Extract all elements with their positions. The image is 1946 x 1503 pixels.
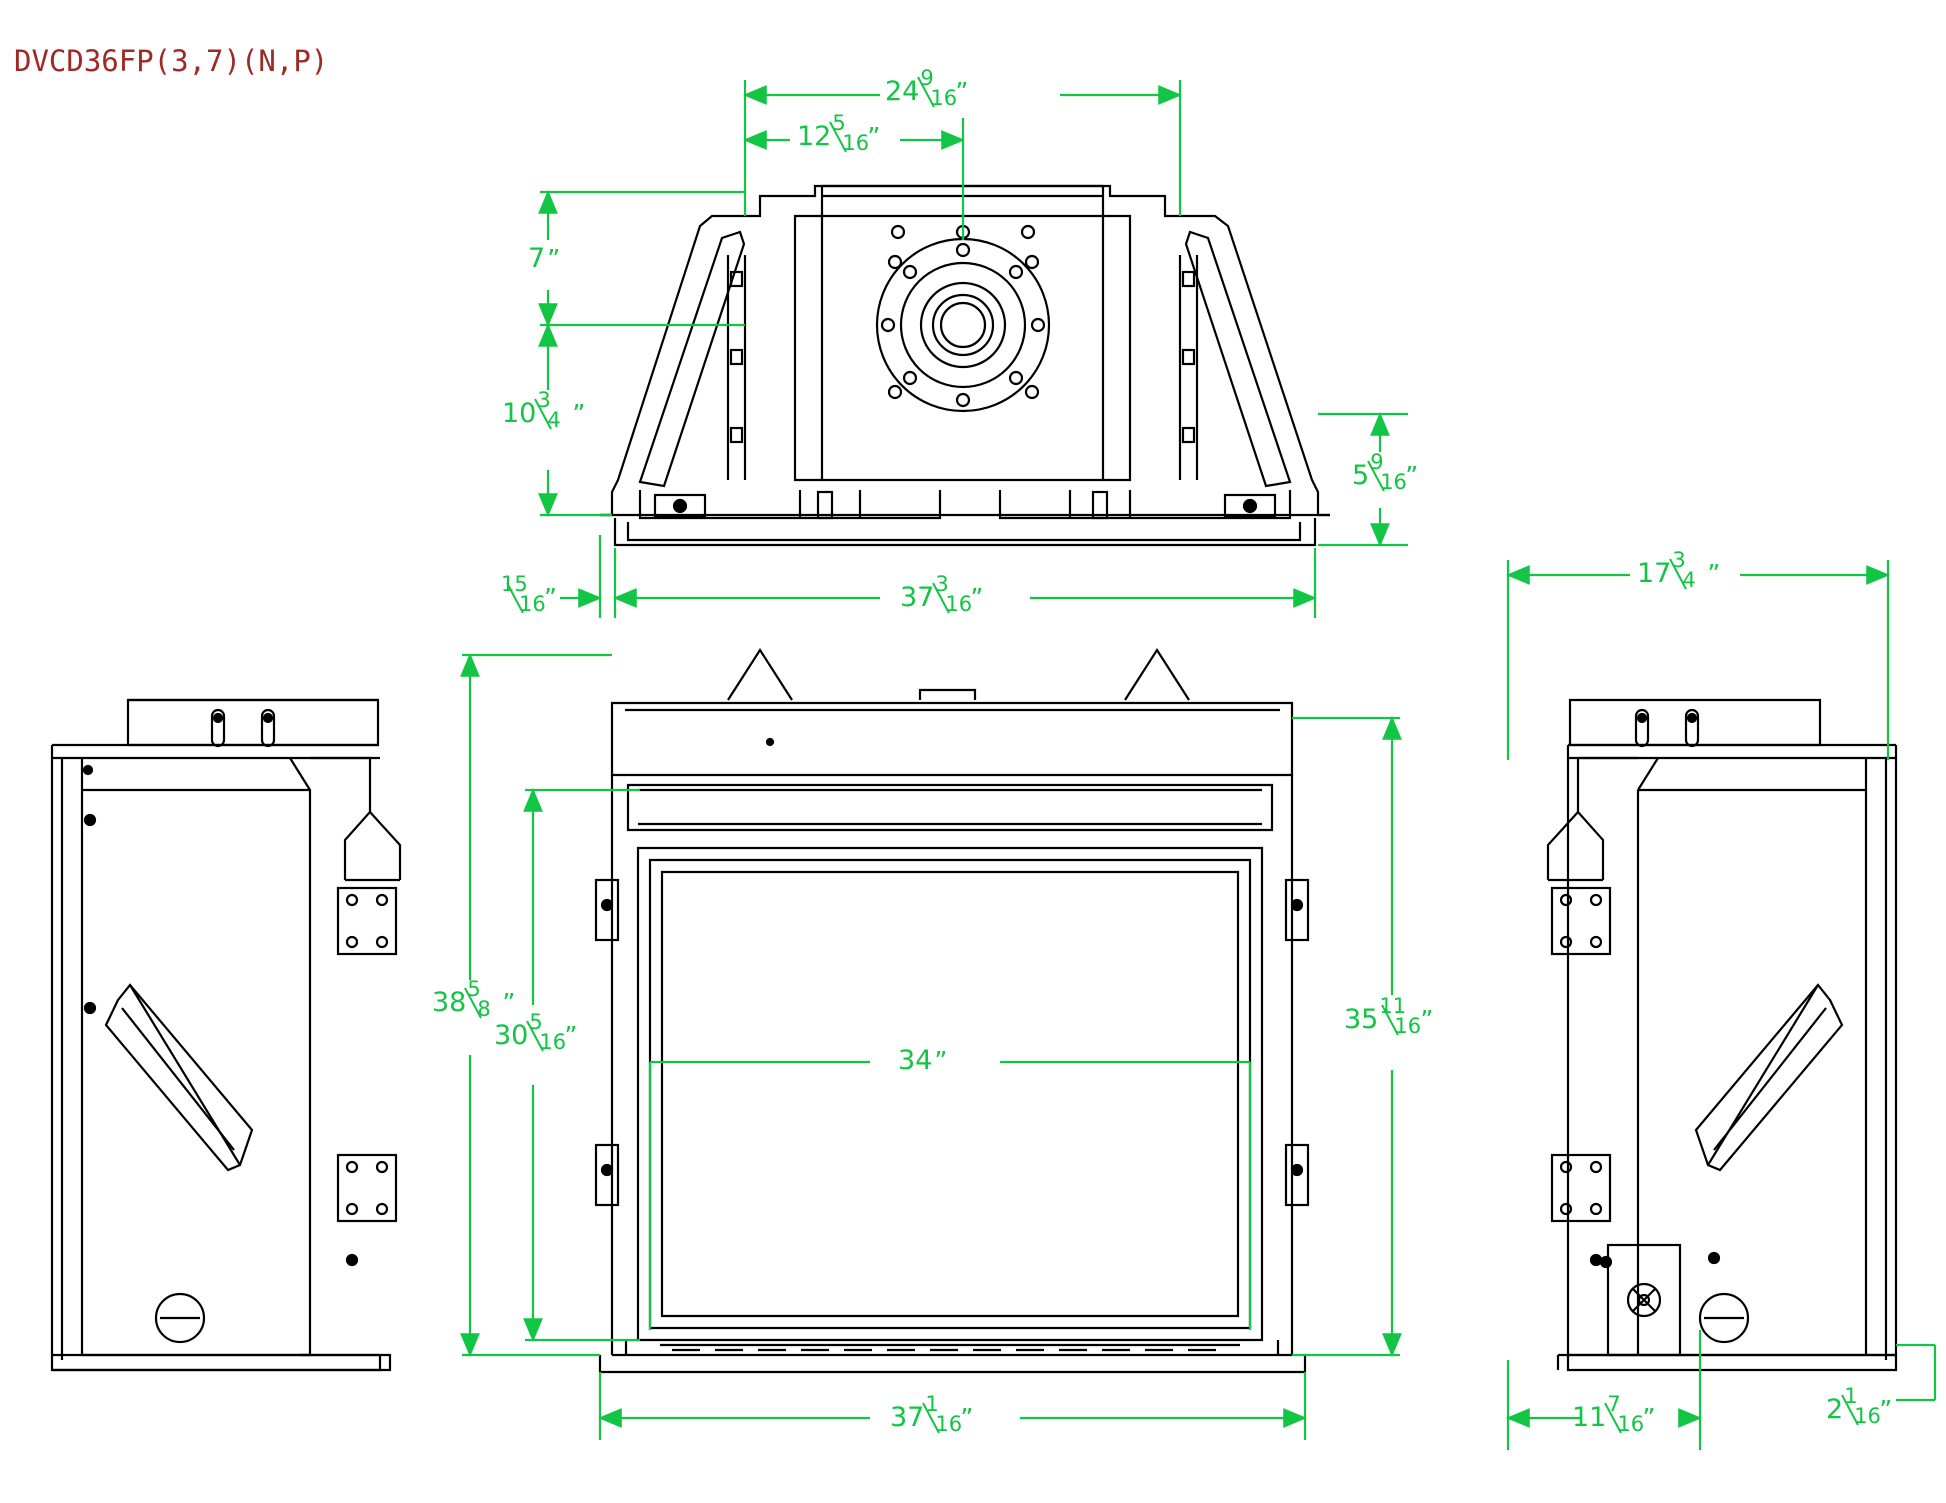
numerator: 5 <box>467 977 481 1001</box>
denominator: 16 <box>1394 1014 1422 1038</box>
dim-whole: 37 <box>900 581 935 613</box>
inch-mark: ” <box>970 582 984 612</box>
numerator: 1 <box>925 1392 939 1416</box>
inch-mark: ” <box>1405 460 1419 490</box>
inch-mark: ” <box>867 121 881 151</box>
numerator: 3 <box>935 572 949 596</box>
dim-whole: 10 <box>502 397 537 429</box>
inch-mark: ” <box>1642 1402 1656 1432</box>
right-side-view-geometry <box>1546 698 1898 1372</box>
dim-whole: 11 <box>1572 1401 1607 1433</box>
inch-mark: ” <box>1420 1004 1434 1034</box>
denominator: 16 <box>539 1030 567 1054</box>
inch-mark: ” <box>955 76 969 106</box>
dim-whole: 7 <box>528 243 546 274</box>
numerator: 1 <box>1844 1384 1858 1408</box>
numerator: 7 <box>1607 1392 1621 1416</box>
dimension-7: 7 ” <box>528 245 560 272</box>
numerator: 3 <box>1672 548 1686 572</box>
numerator: 15 <box>501 572 528 596</box>
inch-mark: ” <box>1879 1394 1893 1424</box>
dim-whole: 17 <box>1637 557 1672 589</box>
denominator: 16 <box>930 86 958 110</box>
numerator: 9 <box>1370 450 1384 474</box>
denominator: 16 <box>842 131 870 155</box>
inch-mark: ” <box>934 1046 948 1075</box>
denominator: 16 <box>1380 470 1407 494</box>
page-title: DVCD36FP(3,7)(N,P) <box>14 44 329 78</box>
numerator: 5 <box>832 111 846 135</box>
inch-mark: ” <box>1707 558 1721 588</box>
inch-mark: ” <box>544 582 557 612</box>
black-linework <box>50 184 1898 1374</box>
denominator: 4 <box>547 408 561 432</box>
top-view-geometry <box>600 184 1330 547</box>
inch-mark: ” <box>502 987 516 1017</box>
denominator: 16 <box>945 592 973 616</box>
dim-whole: 37 <box>890 1401 925 1433</box>
dimension-linework <box>460 80 1937 1450</box>
denominator: 16 <box>935 1412 963 1436</box>
dim-whole: 24 <box>885 75 920 107</box>
dimension-34: 34 ” <box>898 1047 947 1074</box>
dim-whole: 5 <box>1352 459 1370 491</box>
inch-mark: ” <box>547 244 561 273</box>
dim-whole: 30 <box>494 1019 529 1051</box>
denominator: 4 <box>1682 568 1696 592</box>
dim-whole: 2 <box>1826 1393 1844 1425</box>
denominator: 16 <box>519 592 546 616</box>
denominator: 16 <box>1617 1412 1645 1436</box>
denominator: 8 <box>477 997 491 1021</box>
inch-mark: ” <box>564 1020 578 1050</box>
dim-whole: 34 <box>898 1045 933 1076</box>
numerator: 5 <box>529 1010 543 1034</box>
left-side-view-geometry <box>50 698 402 1372</box>
numerator: 3 <box>537 388 551 412</box>
denominator: 16 <box>1854 1404 1881 1428</box>
dim-whole: 38 <box>432 986 467 1018</box>
numerator: 9 <box>920 66 934 90</box>
dim-whole: 35 <box>1344 1003 1379 1035</box>
dim-whole: 12 <box>797 120 832 152</box>
front-view-geometry <box>594 647 1310 1374</box>
inch-mark: ” <box>572 398 586 428</box>
inch-mark: ” <box>960 1402 974 1432</box>
